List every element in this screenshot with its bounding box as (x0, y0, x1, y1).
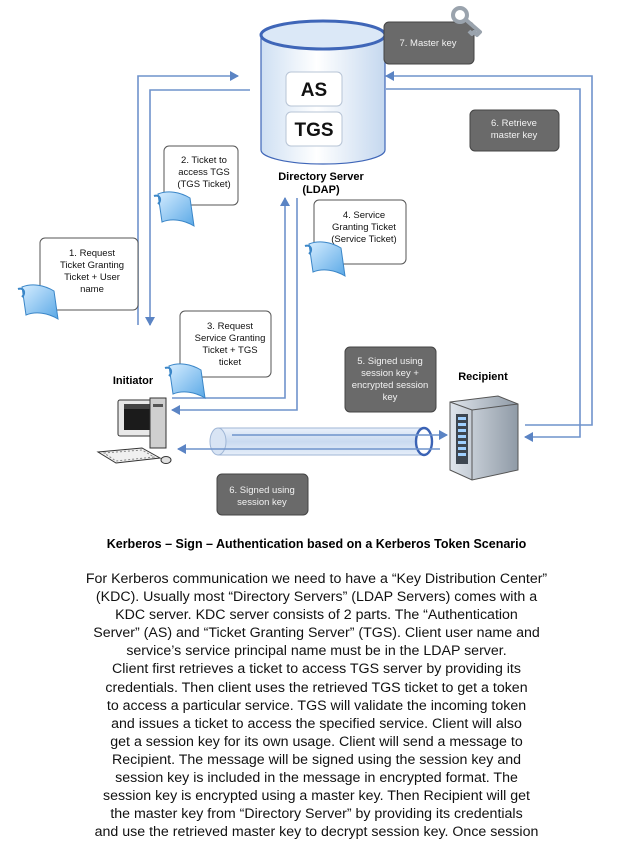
body-line: to access a particular service. TGS will… (106, 697, 527, 714)
step-text-line: 7. Master key (399, 38, 456, 49)
step-text-line: ticket (219, 357, 242, 368)
directory-server-label: Directory Server (278, 171, 364, 183)
body-line: and issues a ticket to access the specif… (111, 715, 522, 732)
body-line: (KDC). Usually most “Directory Servers” … (95, 589, 538, 606)
computer-icon (96, 397, 172, 464)
secure-channel-pipe (177, 426, 448, 457)
step-text-line: 4. Service (343, 210, 385, 221)
step-text-line: 6. Signed using (229, 485, 295, 496)
description-text: For Kerberos communication we need to ha… (55, 570, 578, 841)
step-text-line: Ticket Granting (60, 260, 124, 271)
step-7-box: 7. Master key (383, 21, 475, 65)
arrow-as-to-initiator (145, 89, 250, 326)
ticket-scroll-icon-3 (164, 363, 206, 399)
body-line: KDC server. KDC server consists of 2 par… (115, 607, 518, 624)
body-line: and use the retrieved master key to decr… (94, 824, 539, 841)
arrow-server-to-recipient (386, 88, 581, 442)
body-line: Client first retrieves a ticket to acces… (112, 661, 521, 678)
body-line: service’s service principal name must be… (126, 643, 507, 660)
diagram-caption: Kerberos – Sign – Authentication based o… (106, 537, 527, 551)
step-text-line: 3. Request (207, 321, 253, 332)
step-text-line: 1. Request (69, 248, 115, 259)
step-text-line: access TGS (178, 167, 230, 178)
key-icon (451, 6, 482, 37)
step-text-line: Granting Ticket (332, 222, 396, 233)
step-text-line: Ticket + User (64, 272, 120, 283)
body-line: session key is included in the message i… (115, 770, 518, 787)
body-line: session key is encrypted using a master … (103, 788, 530, 805)
arrow-initiator-to-tgs (172, 197, 290, 399)
step-text-line: session key + (361, 368, 419, 379)
step-text-line: (TGS Ticket) (177, 179, 230, 190)
step-text-line: (Service Ticket) (331, 234, 396, 245)
step-text-line: 5. Signed using (357, 356, 423, 367)
step-7-label: 7. Master key (399, 38, 456, 49)
step-text-line: Ticket + TGS (202, 345, 257, 356)
body-line: credentials. Then client uses the retrie… (105, 679, 528, 696)
tgs-label: TGS (294, 120, 333, 141)
arrow-tgs-to-initiator (171, 198, 298, 415)
ticket-scroll-icon-2 (153, 191, 195, 227)
body-line: the master key from “Directory Server” b… (110, 806, 523, 823)
step-text-line: encrypted session (352, 380, 429, 391)
recipient-label: Recipient (458, 371, 508, 383)
ticket-scroll-icon-1 (17, 284, 59, 320)
directory-server-sublabel: (LDAP) (302, 184, 340, 196)
body-line: get a session key for its own usage. Cli… (110, 733, 523, 750)
directory-server-cylinder: AS TGS (259, 19, 387, 165)
step-text-line: master key (491, 130, 538, 141)
kerberos-diagram: AS TGS Directory Server (LDAP) 7. Master… (17, 6, 593, 516)
body-line: For Kerberos communication we need to ha… (85, 571, 548, 587)
body-line: Server” (AS) and “Ticket Granting Server… (93, 625, 540, 642)
server-icon (449, 395, 519, 481)
step-text-line: name (80, 284, 104, 295)
step-text-line: 6. Retrieve (491, 118, 537, 129)
tgs-box (285, 111, 343, 147)
connector-lines (137, 71, 593, 442)
step-text-line: key (383, 392, 398, 403)
arrow-recipient-to-server (385, 71, 593, 426)
step-text-line: 2. Ticket to (181, 155, 227, 166)
body-line: Recipient. The message will be signed us… (111, 751, 522, 768)
step-text-line: session key (237, 497, 287, 508)
as-box (285, 71, 343, 107)
step-text-line: Service Granting (195, 333, 266, 344)
initiator-label: Initiator (113, 375, 154, 387)
as-label: AS (301, 80, 327, 101)
ticket-scroll-icon-4 (304, 241, 346, 277)
